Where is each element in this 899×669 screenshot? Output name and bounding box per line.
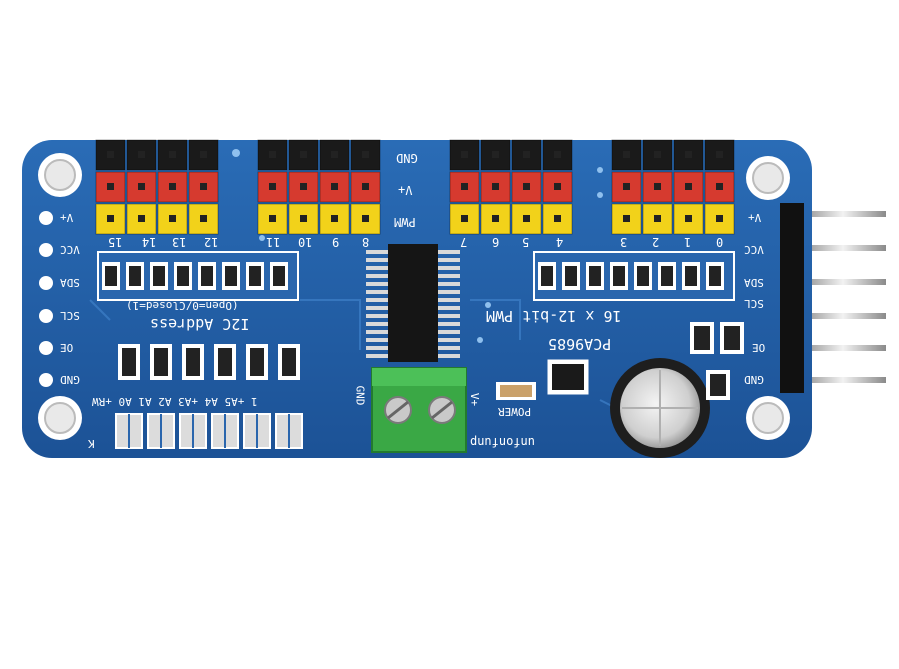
subtitle-label: 16 x 12-bit PWM (486, 307, 622, 325)
address-pin-labels: 1 +A5 A4 +A3 A2 A1 A0 +RW (92, 395, 258, 408)
chip-label: PCA9685 (548, 335, 612, 353)
channel-label: 15 (108, 235, 123, 249)
header-pin-block (126, 203, 157, 235)
k-label: K (88, 437, 95, 450)
terminal-vplus-label: V+ (468, 392, 482, 407)
header-pin-block (95, 139, 126, 171)
left-pin-label: GND (60, 373, 80, 386)
header-pin-block (288, 139, 319, 171)
header-pin-block (257, 171, 288, 203)
terminal-gnd-label: GND (353, 385, 367, 406)
i2c-address-title: I2C Address (150, 315, 250, 333)
right-pin-label: OE (752, 341, 766, 354)
left-pin-label: V+ (60, 211, 74, 224)
channel-label: 10 (298, 235, 313, 249)
mounting-holes (38, 153, 790, 440)
channel-label: 11 (266, 235, 281, 249)
channel-label: 13 (172, 235, 187, 249)
header-pin-block (288, 203, 319, 235)
left-pin-label: OE (60, 341, 74, 354)
pca9685-chip (366, 244, 460, 362)
channel-label: 2 (652, 235, 660, 249)
power-label: POWER (498, 405, 532, 418)
right-pin-label: V+ (748, 211, 762, 224)
right-pin-label: SDA (744, 276, 764, 289)
header-row-vplus: V+ (398, 183, 413, 197)
channel-label: 5 (522, 235, 530, 249)
right-header-housing (780, 203, 804, 393)
channel-label: 1 (684, 235, 692, 249)
address-jumper-pads (115, 344, 303, 449)
right-pin-label: SCL (744, 297, 764, 310)
left-pin-label: SCL (60, 309, 80, 322)
right-pin-label: VCC (744, 243, 764, 256)
channel-label: 6 (492, 235, 500, 249)
channel-label: 8 (362, 235, 370, 249)
address-note: (Open=0/Closed=1) (126, 299, 239, 312)
left-pads (39, 211, 53, 387)
channel-label: 3 (620, 235, 628, 249)
channel-label: 0 (716, 235, 724, 249)
channel-label: 12 (204, 235, 219, 249)
right-header-pins (800, 211, 886, 383)
right-pin-label: GND (744, 373, 764, 386)
channel-label: 7 (460, 235, 468, 249)
channel-label: 4 (556, 235, 564, 249)
header-row-pwm: PWM (394, 215, 416, 229)
left-pin-label: SDA (60, 276, 80, 289)
header-pin-block (511, 203, 542, 235)
terminal-block (371, 367, 467, 453)
channel-label: 9 (332, 235, 340, 249)
header-row-gnd: GND (396, 151, 418, 165)
header-pin-block (511, 139, 542, 171)
header-pin-block (257, 139, 288, 171)
smd-components (496, 322, 744, 400)
channel-label: 14 (142, 235, 157, 249)
servo-headers (95, 139, 735, 235)
capacitor (610, 358, 710, 458)
left-pin-label: VCC (60, 243, 80, 256)
output-label: unfonfunp (470, 435, 536, 449)
header-pin-block (319, 171, 350, 203)
